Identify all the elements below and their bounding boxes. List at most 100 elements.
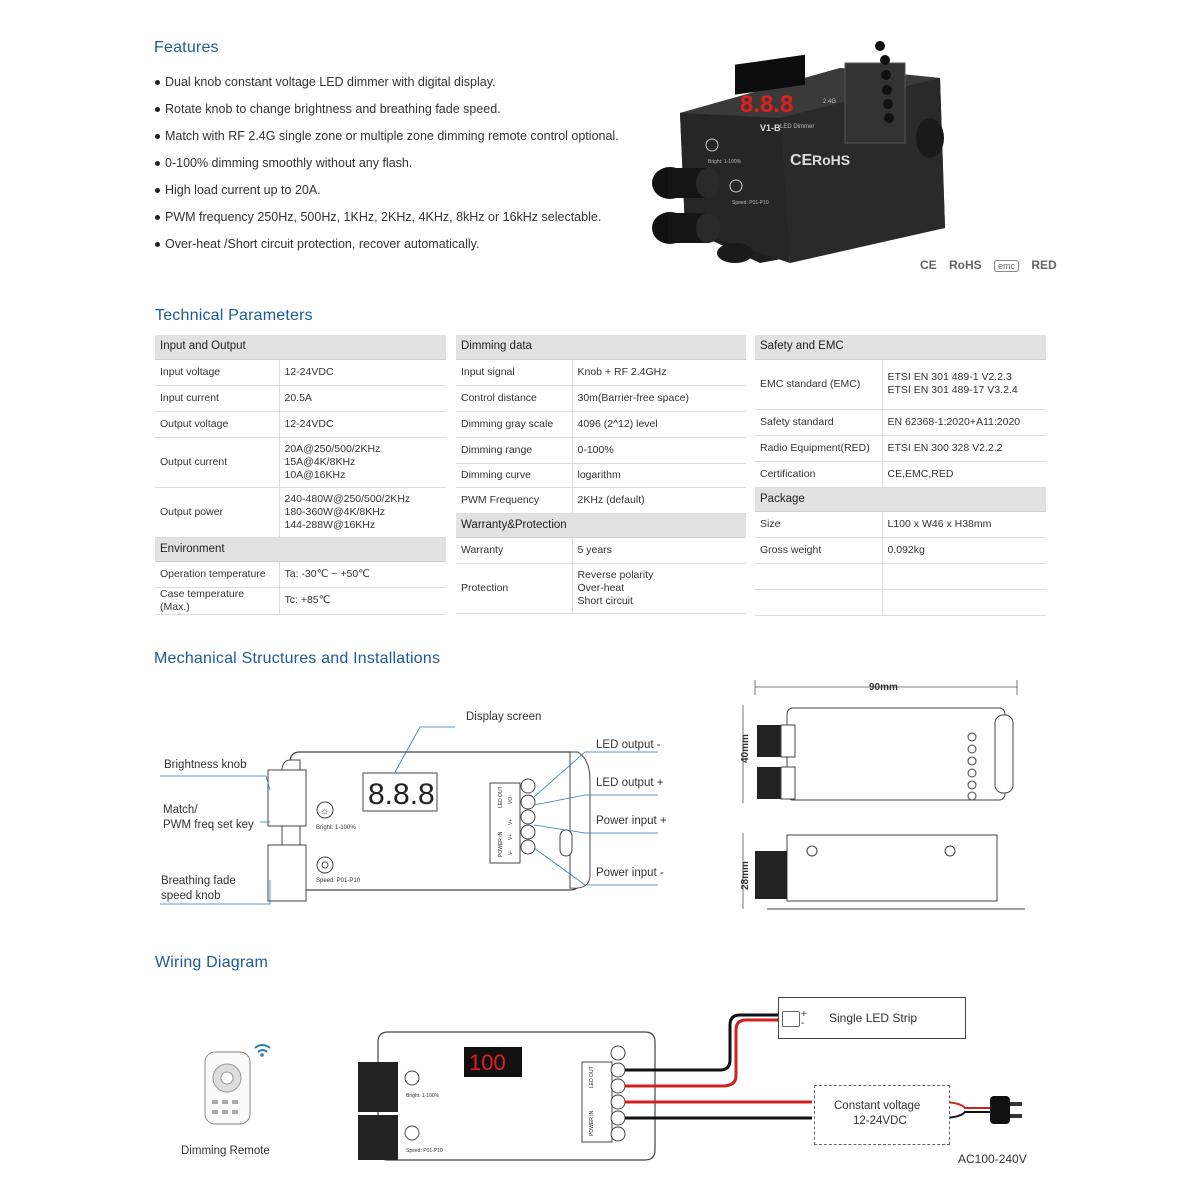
table-section-header: Safety and EMC	[755, 335, 1046, 360]
param-name: Size	[755, 511, 883, 538]
param-value: 12-24VDC	[279, 359, 446, 386]
bullet-icon	[155, 80, 160, 86]
param-name	[755, 563, 883, 590]
section-header-text: Input and Output	[155, 335, 446, 360]
param-value: Reverse polarity Over-heat Short circuit	[572, 563, 746, 614]
label-power-input-plus: Power input +	[596, 815, 667, 827]
wiring-speed-label: Speed: P01-P10	[406, 1148, 443, 1154]
bullet-icon	[155, 134, 160, 140]
label-led-output-plus: LED output +	[596, 777, 664, 789]
table-section-header: Warranty&Protection	[456, 513, 746, 538]
label-display-screen: Display screen	[466, 711, 542, 723]
param-value: 30m(Barrier-free space)	[572, 385, 746, 412]
param-name: Input current	[155, 385, 280, 412]
mech-v-minus: V-	[508, 850, 514, 855]
param-value	[882, 589, 1046, 616]
param-name: Output current	[155, 437, 280, 488]
param-value: 20A@250/500/2KHz 15A@4K/8KHz 10A@16KHz	[279, 437, 446, 488]
dim-90mm: 90mm	[869, 682, 898, 693]
feature-item: PWM frequency 250Hz, 500Hz, 1KHz, 2KHz, …	[155, 207, 619, 234]
table-row: EMC standard (EMC)ETSI EN 301 489-1 V2.2…	[755, 359, 1046, 410]
param-value	[882, 563, 1046, 590]
features-title: Features	[154, 39, 219, 56]
bullet-icon	[155, 215, 160, 221]
param-name: EMC standard (EMC)	[755, 359, 883, 410]
param-value: EN 62368-1:2020+A11:2020	[882, 409, 1046, 436]
table-row: Radio Equipment(RED)ETSI EN 300 328 V2.2…	[755, 435, 1046, 462]
product-terminal-block	[844, 41, 906, 144]
mech-speed-label: Speed: P01-P10	[316, 878, 361, 884]
feature-item: Rotate knob to change brightness and bre…	[155, 99, 619, 126]
param-value: 0.092kg	[882, 537, 1046, 564]
mech-power-in-label: POWER IN	[498, 831, 504, 857]
wiring-power-in-label: POWER IN	[589, 1110, 595, 1136]
mech-title: Mechanical Structures and Installations	[154, 650, 441, 667]
param-name: Dimming gray scale	[456, 411, 573, 438]
wiring-led-out-label: LED OUT	[589, 1066, 595, 1088]
red-mark: RED	[1031, 258, 1057, 272]
dim-28mm: 28mm	[740, 861, 751, 890]
section-header-text: Warranty&Protection	[456, 513, 746, 538]
psu-label-1: Constant voltage	[834, 1100, 921, 1112]
led-strip-label: Single LED Strip	[829, 1011, 918, 1025]
psu-box: Constant voltage 12-24VDC	[814, 1085, 950, 1145]
param-value: ETSI EN 301 489-1 V2.2.3 ETSI EN 301 489…	[882, 359, 1046, 410]
param-value: 4096 (2^12) level	[572, 411, 746, 438]
feature-item: High load current up to 20A.	[155, 180, 619, 207]
bullet-icon	[155, 161, 160, 167]
param-name: Input voltage	[155, 359, 280, 386]
bullet-icon	[155, 188, 160, 194]
rohs-mark: RoHS	[949, 258, 982, 272]
feature-text: 0-100% dimming smoothly without any flas…	[165, 156, 413, 170]
product-bright-label: Bright: 1-100%	[708, 159, 742, 165]
feature-item: 0-100% dimming smoothly without any flas…	[155, 153, 619, 180]
param-name: Input signal	[456, 359, 573, 386]
strip-plus: +	[801, 1009, 807, 1020]
mech-bright-label: Bright: 1-100%	[316, 825, 356, 831]
feature-text: Rotate knob to change brightness and bre…	[165, 102, 501, 116]
svg-text:☼: ☼	[320, 806, 329, 817]
param-name: Certification	[755, 461, 883, 488]
label-power-input-minus: Power input -	[596, 867, 664, 879]
feature-text: Over-heat /Short circuit protection, rec…	[165, 237, 480, 251]
product-knobs	[652, 167, 720, 244]
table-section-header: Dimming data	[456, 335, 746, 360]
bullet-icon	[155, 242, 160, 248]
mechanical-front-view: ☼ Bright: 1-100% Speed: P01-P10 8.8.8 LE…	[160, 726, 658, 905]
feature-text: Match with RF 2.4G single zone or multip…	[165, 129, 619, 143]
led-strip-box: + - Single LED Strip	[778, 997, 966, 1039]
param-value: ETSI EN 300 328 V2.2.2	[882, 435, 1046, 462]
feature-item: Dual knob constant voltage LED dimmer wi…	[155, 72, 619, 99]
table-row	[755, 589, 1046, 616]
dimming-remote-image	[204, 1044, 271, 1125]
feature-item: Match with RF 2.4G single zone or multip…	[155, 126, 619, 153]
wiring-title: Wiring Diagram	[155, 954, 269, 971]
param-name	[755, 589, 883, 616]
psu-label-2: 12-24VDC	[853, 1115, 907, 1127]
label-pwm-key: PWM freq set key	[163, 819, 254, 831]
param-name: Protection	[456, 563, 573, 614]
ce-mark: CE	[920, 258, 937, 272]
mech-display: 8.8.8	[368, 778, 435, 811]
mech-led-out-label: LED OUT	[498, 786, 504, 808]
feature-text: High load current up to 20A.	[165, 183, 321, 197]
product-rohs-mark: RoHS	[812, 152, 850, 168]
param-name: Gross weight	[755, 537, 883, 564]
param-value: 20.5A	[279, 385, 446, 412]
mech-v-plus: V+	[508, 834, 514, 840]
strip-minus: -	[801, 1018, 805, 1029]
dimming-remote-label: Dimming Remote	[181, 1145, 270, 1157]
section-header-text: Environment	[155, 537, 446, 562]
product-display-digits: 8.8.8	[740, 91, 793, 118]
